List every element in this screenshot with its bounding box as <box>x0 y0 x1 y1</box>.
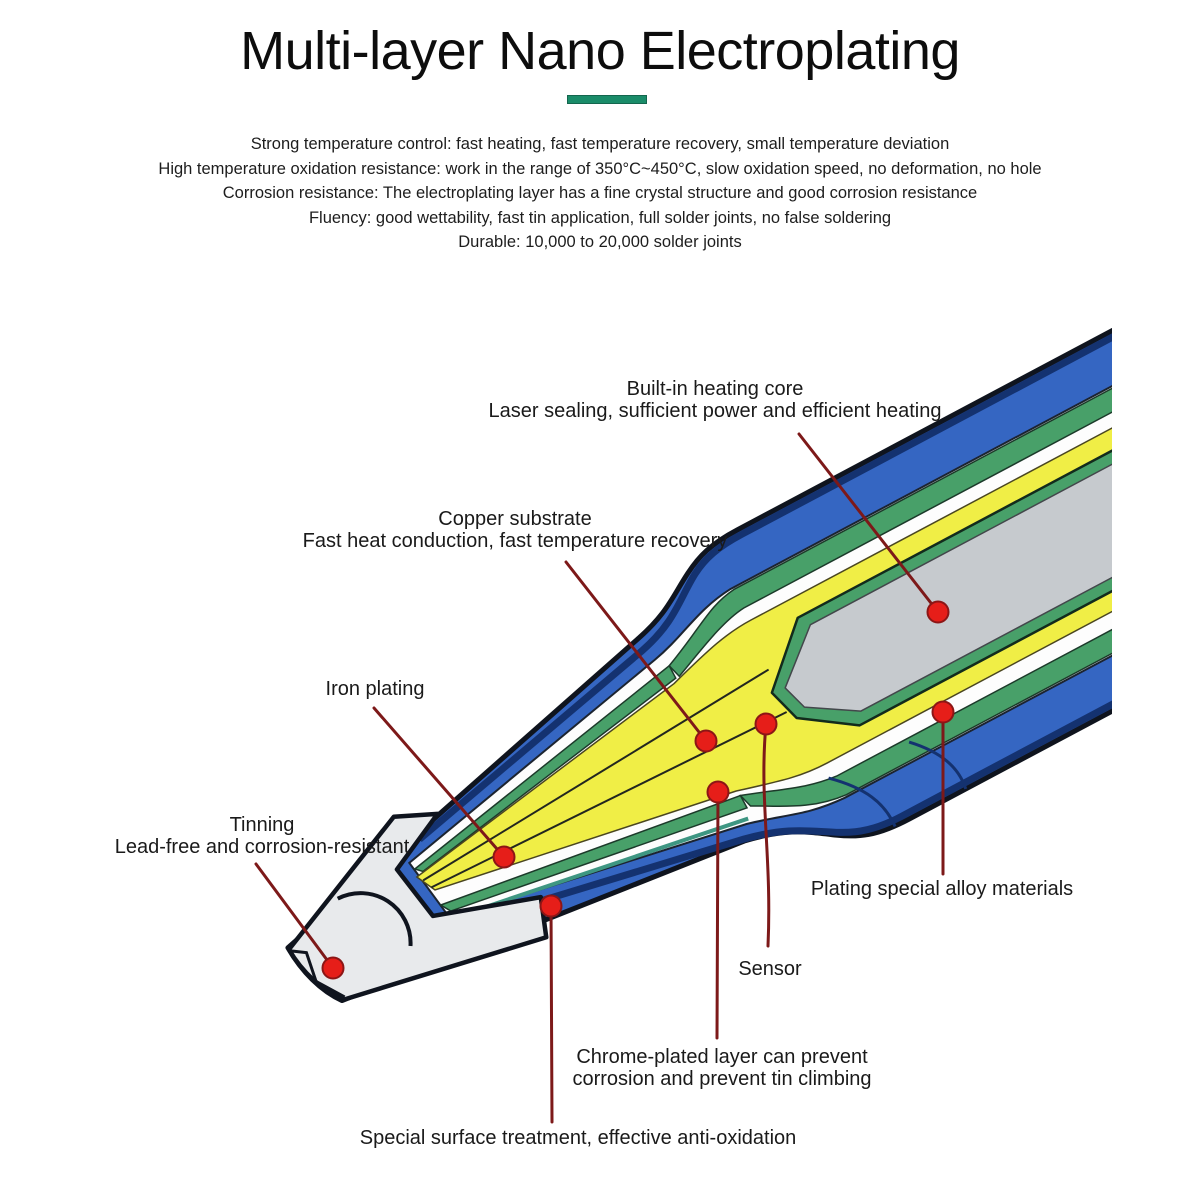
marker-tinning <box>321 956 345 980</box>
iron-plating-layer-bottom <box>738 525 1112 808</box>
callout-line: Sensor <box>738 958 802 980</box>
callout-line: Iron plating <box>325 678 425 700</box>
callout-iron-plating: Iron plating <box>326 678 425 700</box>
callout-line: Copper substrate <box>438 508 592 530</box>
copper-seam-line <box>422 668 770 882</box>
leader-chrome-layer <box>715 790 720 1040</box>
marker-heating-core <box>926 600 950 624</box>
callout-line: Fast heat conduction, fast temperature r… <box>302 530 728 552</box>
marker-surface-treatment <box>539 894 563 918</box>
leader-copper-substrate <box>564 560 708 743</box>
leader-tinning <box>254 862 335 970</box>
leader-sensor <box>762 722 771 948</box>
feature-line: Fluency: good wettability, fast tin appl… <box>308 208 892 227</box>
leader-lines <box>254 432 945 1124</box>
shoulder-seam-curve <box>828 776 897 828</box>
tip-rod <box>285 290 1112 1004</box>
callout-line: corrosion and prevent tin climbing <box>572 1068 872 1090</box>
callout-tinning: Tinning Lead-free and corrosion-resistan… <box>115 814 410 858</box>
marker-plating-alloy <box>931 700 955 724</box>
green-stripe-bottom <box>439 794 749 912</box>
callout-plating-alloy: Plating special alloy materials <box>811 878 1073 900</box>
green-stripe-top <box>413 664 677 873</box>
page-title: Multi-layer Nano Electroplating <box>240 21 960 81</box>
leader-heating-core <box>797 432 940 614</box>
navy-pinstripe-top <box>417 295 1112 843</box>
callout-line: Special surface treatment, effective ant… <box>359 1127 797 1149</box>
tinning-tip <box>286 811 549 1002</box>
iron-plating-layer-top <box>668 337 1112 678</box>
point-markers <box>321 600 955 980</box>
shoulder-seam-curve <box>908 740 968 790</box>
heating-core <box>784 396 1112 712</box>
callout-line: Plating special alloy materials <box>810 878 1074 900</box>
callout-copper-substrate: Copper substrate Fast heat conduction, f… <box>303 508 728 552</box>
feature-line: Durable: 10,000 to 20,000 solder joints <box>458 233 742 252</box>
copper-seam-line <box>430 711 788 889</box>
leader-surface-treatment <box>549 904 554 1124</box>
callout-line: Laser sealing, sufficient power and effi… <box>488 400 942 422</box>
callout-line: Built-in heating core <box>626 378 804 400</box>
callout-heating-core: Built-in heating core Laser sealing, suf… <box>489 378 942 422</box>
tip-face-arc <box>336 891 413 947</box>
navy-pinstripe-bottom <box>473 581 1112 925</box>
callout-line: Tinning <box>229 814 295 836</box>
callout-sensor: Sensor <box>738 958 801 980</box>
marker-sensor <box>754 712 778 736</box>
callout-line: Lead-free and corrosion-resistant <box>114 836 410 858</box>
feature-list: Strong temperature control: fast heating… <box>0 132 1200 255</box>
tip-facet-edge <box>290 949 346 999</box>
feature-line: High temperature oxidation resistance: w… <box>158 159 1042 178</box>
title-underline-bar <box>567 95 647 104</box>
teal-stripe-bottom <box>457 816 749 919</box>
feature-line: Strong temperature control: fast heating… <box>250 135 950 153</box>
marker-iron-plating <box>492 845 516 869</box>
callout-surface-treatment: Special surface treatment, effective ant… <box>360 1127 797 1149</box>
feature-line: Corrosion resistance: The electroplating… <box>222 184 978 203</box>
callout-line: Chrome-plated layer can prevent <box>576 1046 868 1068</box>
callout-chrome-layer: Chrome-plated layer can prevent corrosio… <box>572 1046 871 1090</box>
leader-iron-plating <box>372 706 506 859</box>
marker-chrome-layer <box>706 780 730 804</box>
marker-copper-substrate <box>694 729 718 753</box>
